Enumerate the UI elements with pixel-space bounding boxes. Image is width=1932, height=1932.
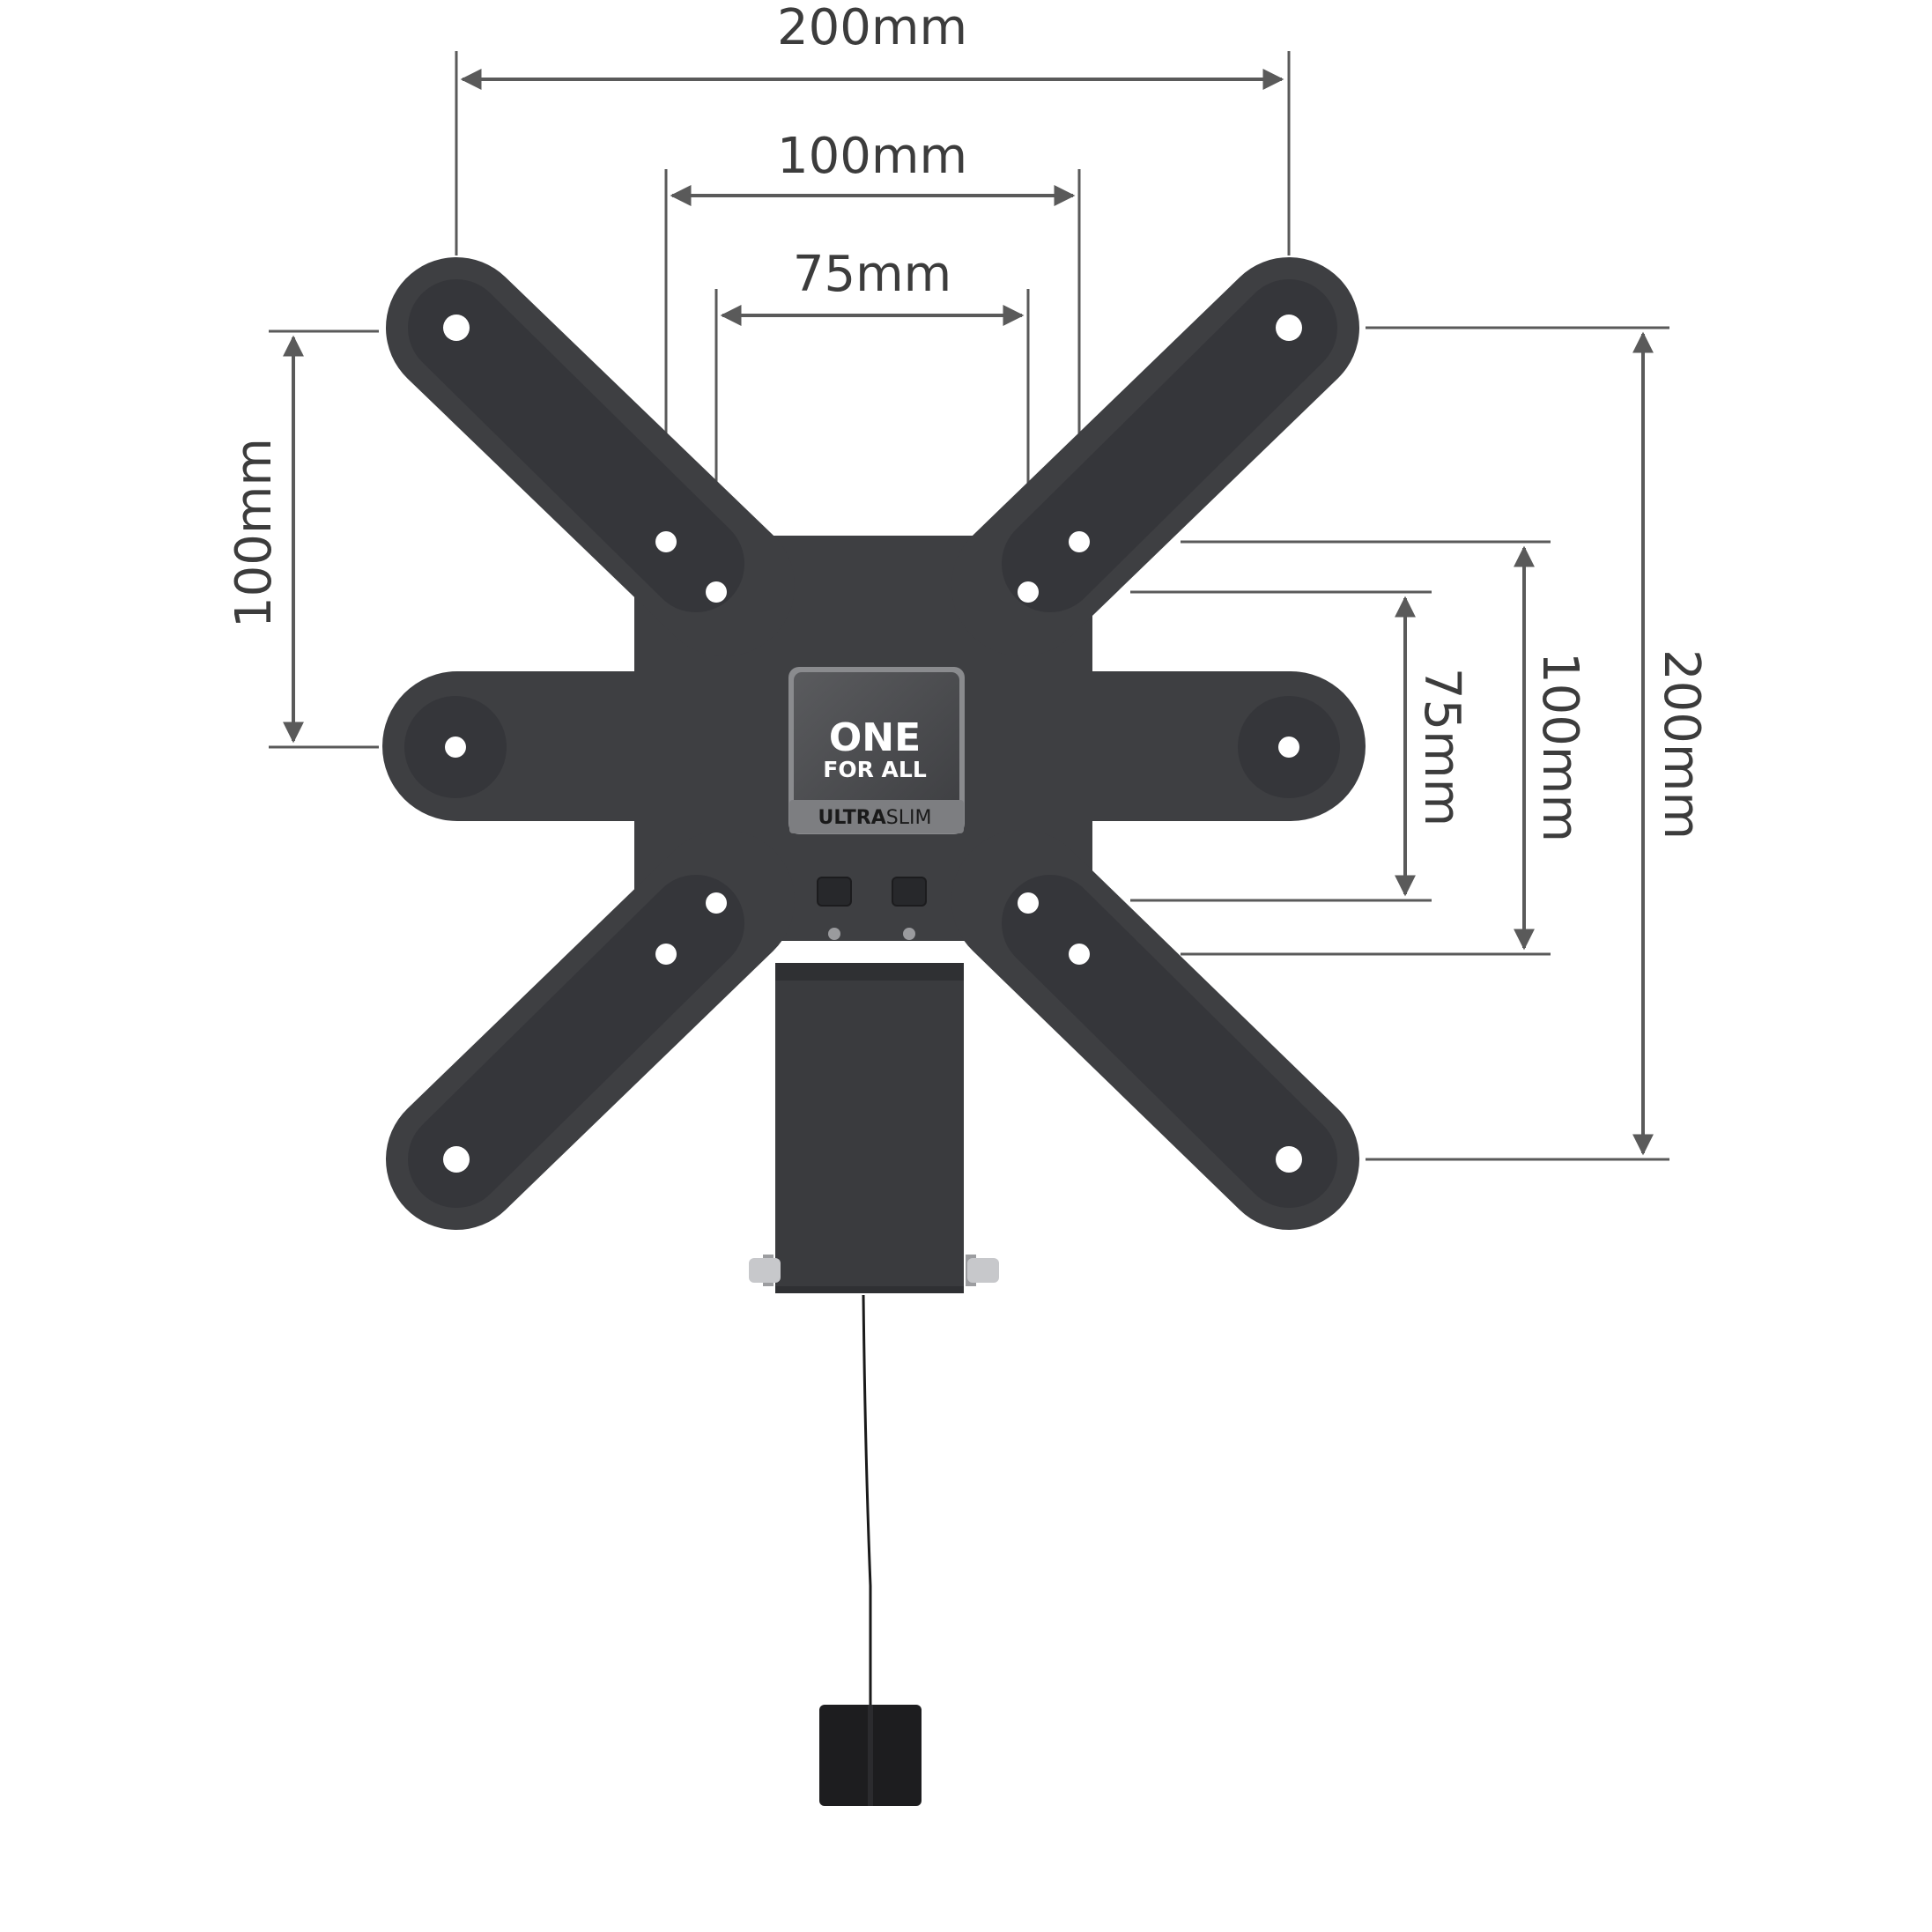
extension-lines xyxy=(269,51,1669,1161)
arm-groove xyxy=(1002,875,1337,1208)
bolt-icon xyxy=(967,1258,999,1283)
arm-groove xyxy=(408,279,744,612)
hole-75-top-left xyxy=(706,581,727,603)
arm-groove xyxy=(408,875,744,1208)
dimension-lines xyxy=(283,69,1654,1156)
label-top-75mm: 75mm xyxy=(793,246,951,303)
label-right-200mm: 200mm xyxy=(1653,649,1710,840)
dimension-labels: 200mm 100mm 75mm 100mm 75mm 100mm 200mm xyxy=(226,0,1710,842)
bottom-bracket xyxy=(749,963,999,1293)
label-right-75mm: 75mm xyxy=(1413,668,1470,826)
right-lock-button xyxy=(892,877,927,907)
arm-groove xyxy=(1002,279,1337,612)
lock-buttons xyxy=(817,877,927,940)
mounting-holes xyxy=(443,315,1302,1173)
screw-icon xyxy=(828,928,840,940)
badge-product-name: ULTRASLIM xyxy=(818,807,932,829)
mount-plate: ONE FOR ALL ULTRASLIM xyxy=(382,257,1366,1230)
hole-100-bottom-left xyxy=(655,944,677,965)
hole-75-bottom-left xyxy=(706,892,727,914)
label-top-100mm: 100mm xyxy=(777,128,967,185)
release-cord xyxy=(819,1294,922,1806)
left-lock-button xyxy=(817,877,852,907)
badge-brand-line2: FOR ALL xyxy=(823,757,927,782)
hole-200-bottom-left xyxy=(443,1146,470,1173)
label-left-100mm: 100mm xyxy=(226,438,283,628)
hole-center-left xyxy=(445,737,466,758)
label-right-100mm: 100mm xyxy=(1531,652,1588,842)
badge-brand-line1: ONE xyxy=(829,715,921,760)
screw-icon xyxy=(903,928,915,940)
label-top-200mm: 200mm xyxy=(777,0,967,56)
bolt-icon xyxy=(749,1258,781,1283)
hole-100-top-left xyxy=(655,531,677,552)
hole-200-top-right xyxy=(1276,315,1302,341)
hole-100-top-right xyxy=(1069,531,1090,552)
hole-200-top-left xyxy=(443,315,470,341)
hole-center-right xyxy=(1278,737,1299,758)
hole-100-bottom-right xyxy=(1069,944,1090,965)
hole-200-bottom-right xyxy=(1276,1146,1302,1173)
brand-badge: ONE FOR ALL ULTRASLIM xyxy=(788,667,965,834)
hole-75-bottom-right xyxy=(1018,892,1039,914)
hole-75-top-right xyxy=(1018,581,1039,603)
